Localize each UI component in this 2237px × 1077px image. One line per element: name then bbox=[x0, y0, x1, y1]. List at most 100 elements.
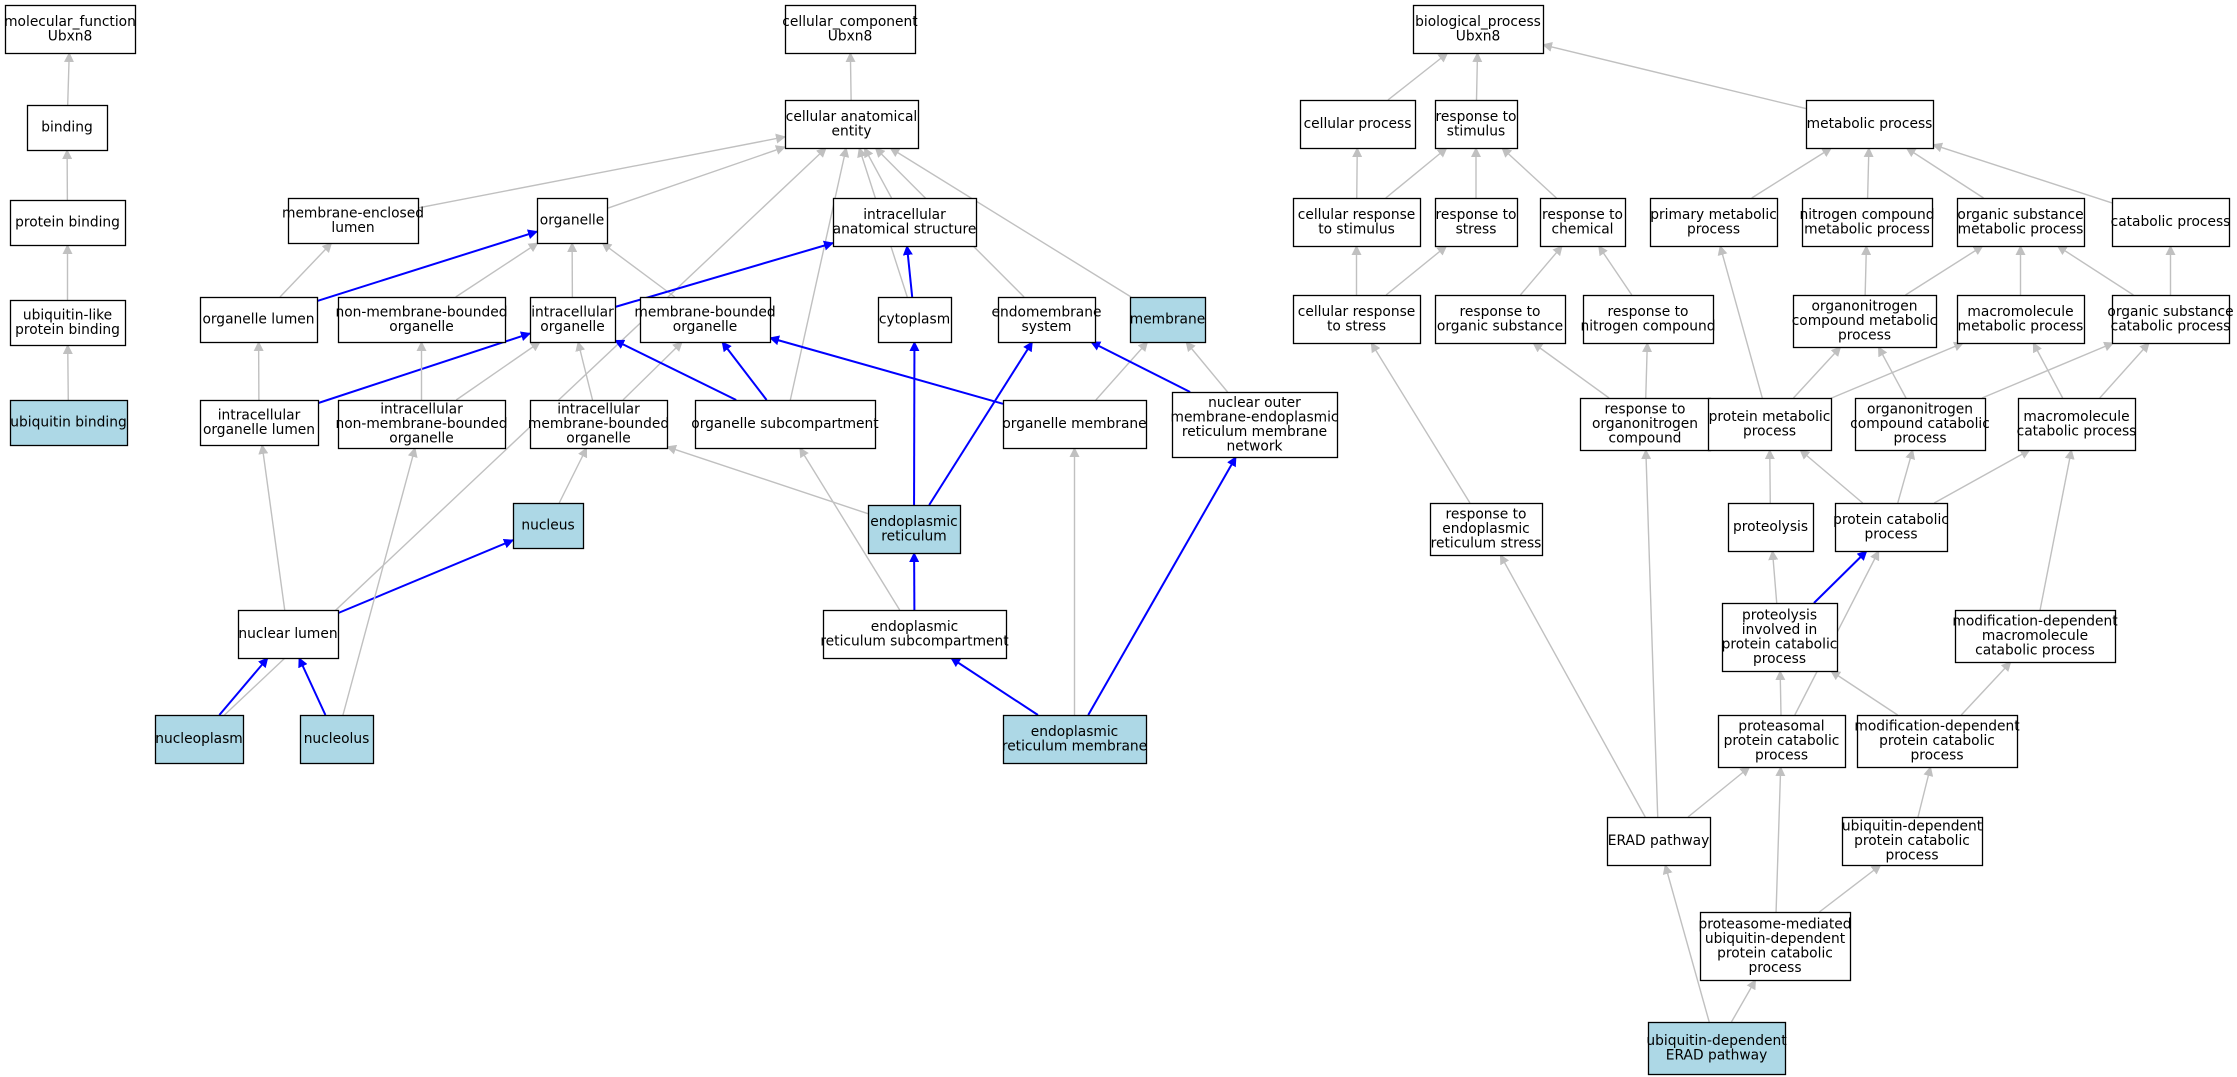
edge-protcat-to-onccat bbox=[1897, 449, 1916, 504]
edge-protcat-to-maccat bbox=[1933, 449, 2031, 504]
node-label-line: compound bbox=[1609, 431, 1682, 447]
node-label-line: metabolic process bbox=[1807, 116, 1933, 132]
node-orgmem[interactable]: organelle membrane bbox=[1002, 399, 1148, 450]
node-label-line: metabolic process bbox=[1804, 221, 1930, 237]
node-nomer[interactable]: nuclear outermembrane-endoplasmicreticul… bbox=[1171, 391, 1339, 459]
node-cytoplasm[interactable]: cytoplasm bbox=[877, 296, 953, 344]
node-label-line: system bbox=[1022, 319, 1072, 335]
edge-osc-to-intraorg bbox=[614, 339, 737, 401]
node-box-inmbo bbox=[337, 399, 507, 450]
node-label-line: process bbox=[1753, 651, 1806, 667]
node-organelle[interactable]: organelle bbox=[536, 197, 609, 245]
node-label-line: organelle bbox=[389, 319, 453, 335]
edge-pmudpcp-to-udpcp bbox=[1818, 864, 1882, 913]
node-label-line: ubiquitin-dependent bbox=[1842, 819, 1983, 835]
node-label-line: ubiquitin binding bbox=[10, 415, 126, 431]
node-box-uderad bbox=[1647, 1021, 1787, 1076]
edge-crstress-to-rstress bbox=[1385, 245, 1448, 296]
node-label-line: cellular response bbox=[1298, 207, 1416, 223]
edge-imbo-to-mbo bbox=[622, 341, 683, 401]
node-metproc[interactable]: metabolic process bbox=[1805, 99, 1935, 150]
node-label-line: modification-dependent bbox=[1854, 719, 2020, 735]
edge-udpcp-to-mdpcp bbox=[1917, 766, 1934, 818]
edge-nuclumen-to-iol bbox=[258, 444, 286, 611]
node-nucleoplasm[interactable]: nucleoplasm bbox=[154, 714, 245, 765]
node-osc[interactable]: organelle subcompartment bbox=[691, 399, 879, 450]
node-nucleolus[interactable]: nucleolus bbox=[299, 714, 375, 765]
node-label-line: catabolic process bbox=[1975, 643, 2095, 659]
node-mdmcp[interactable]: modification-dependentmacromoleculecatab… bbox=[1952, 609, 2118, 664]
edge-osc-to-mbo bbox=[721, 341, 768, 401]
node-inmbo[interactable]: intracellularnon-membrane-boundedorganel… bbox=[335, 399, 508, 450]
node-protbind[interactable]: protein binding bbox=[9, 199, 127, 247]
node-catproc[interactable]: catabolic process bbox=[2111, 197, 2231, 248]
node-box-crstim bbox=[1292, 197, 1422, 248]
node-nucleus[interactable]: nucleus bbox=[512, 502, 585, 550]
node-label-line: process bbox=[1838, 328, 1891, 344]
node-ubbind[interactable]: ubiquitin binding bbox=[9, 399, 129, 447]
edge-rorgsub-to-rchem bbox=[1519, 245, 1563, 296]
node-nuclumen[interactable]: nuclear lumen bbox=[237, 609, 340, 660]
node-membrane[interactable]: membrane bbox=[1130, 296, 1207, 344]
node-pmudpcp[interactable]: proteasome-mediatedubiquitin-dependentpr… bbox=[1698, 911, 1852, 982]
node-binding[interactable]: binding bbox=[26, 104, 109, 152]
node-proteolysis[interactable]: proteolysis bbox=[1727, 502, 1815, 553]
node-label-line: organelle lumen bbox=[202, 312, 314, 328]
node-box-ias bbox=[832, 197, 978, 248]
node-erad[interactable]: ERAD pathway bbox=[1606, 816, 1712, 867]
node-box-iol bbox=[199, 399, 320, 447]
edge-nucleus-to-imbo bbox=[558, 447, 588, 504]
node-label-line: compound catabolic bbox=[1850, 416, 1990, 432]
node-cellproc[interactable]: cellular process bbox=[1299, 99, 1417, 150]
node-label-line: macromolecule bbox=[1967, 304, 2073, 320]
node-orglumen[interactable]: organelle lumen bbox=[199, 296, 319, 344]
edge-protmet-to-primmet bbox=[1717, 245, 1763, 399]
edge-nucleolus-to-inmbo bbox=[342, 447, 418, 716]
node-label-line: intracellular bbox=[218, 407, 301, 423]
node-label-line: organelle bbox=[540, 213, 604, 229]
node-label-line: intracellular bbox=[380, 402, 463, 418]
node-label-line: endoplasmic bbox=[1442, 521, 1530, 537]
node-label-line: process bbox=[1743, 423, 1796, 439]
